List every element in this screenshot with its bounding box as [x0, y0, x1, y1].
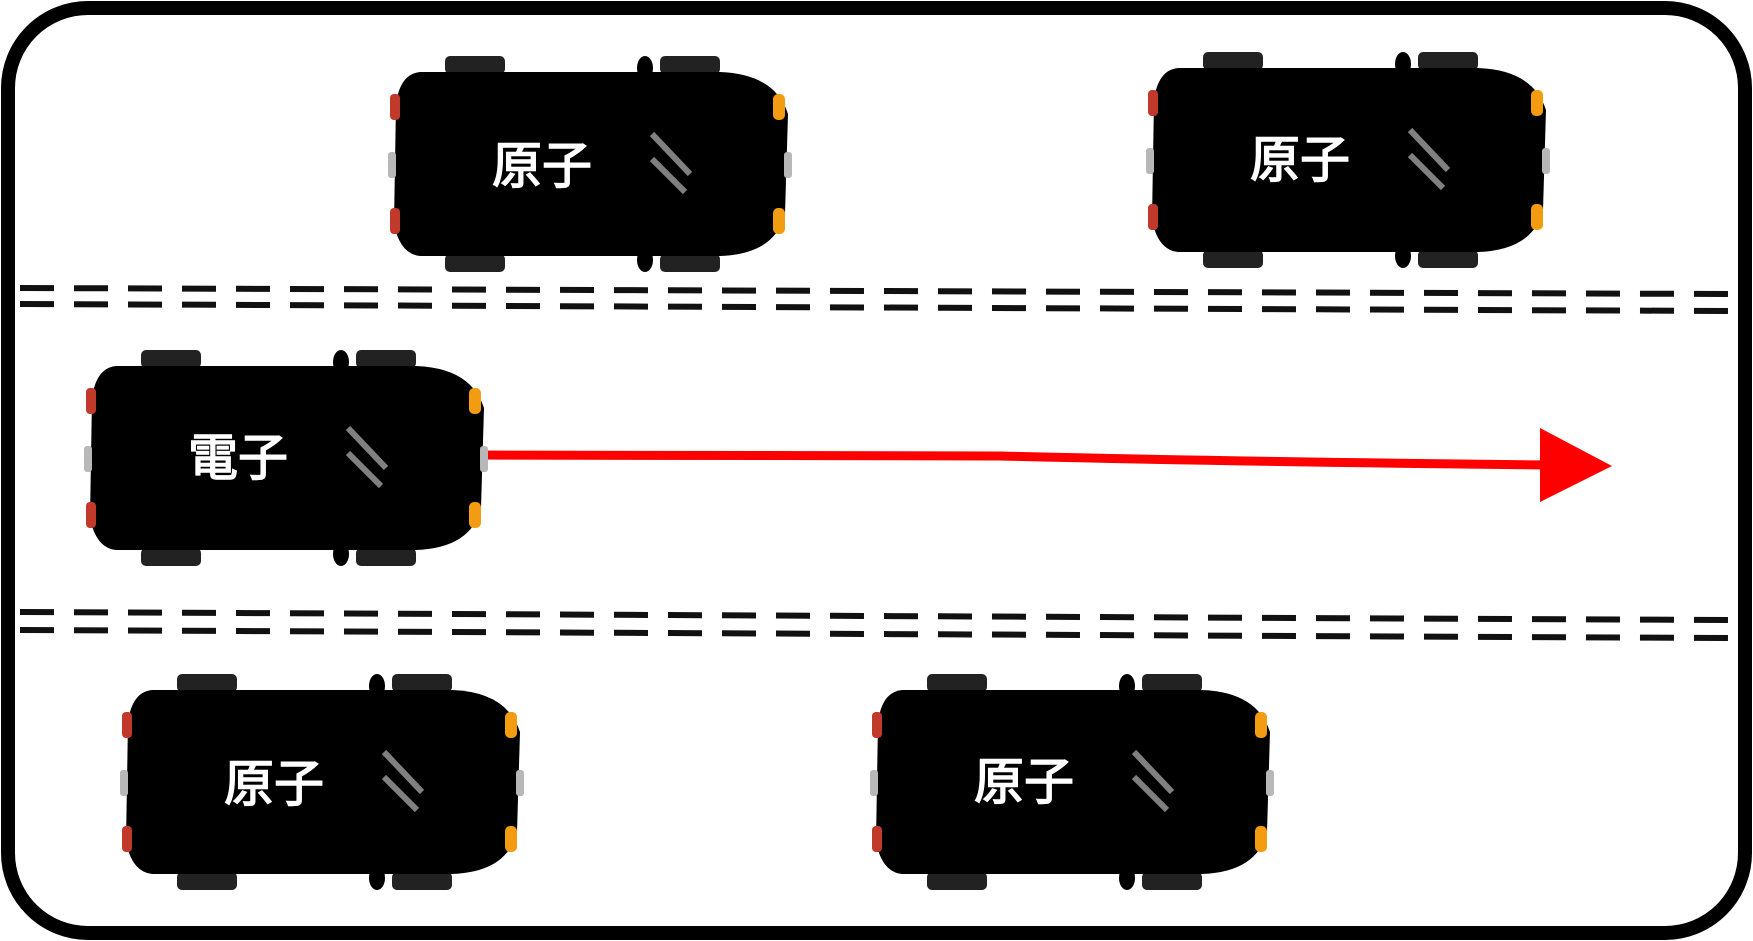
atom-car-bottom-right: 原子: [870, 674, 1274, 890]
electron-car: 電子: [84, 350, 488, 566]
lane-divider-bottom: [19, 609, 1729, 641]
atom-label: 原子: [224, 755, 324, 813]
electron-label: 電子: [188, 429, 288, 487]
atom-label: 原子: [974, 753, 1074, 811]
atom-label: 原子: [492, 137, 592, 195]
atom-car-top-left: 原子: [388, 56, 792, 272]
lane-divider-top: [19, 285, 1729, 314]
atom-car-top-right: 原子: [1146, 52, 1550, 268]
atom-car-bottom-left: 原子: [120, 674, 524, 890]
electron-direction-arrow: [464, 428, 1612, 502]
atom-label: 原子: [1250, 131, 1350, 189]
